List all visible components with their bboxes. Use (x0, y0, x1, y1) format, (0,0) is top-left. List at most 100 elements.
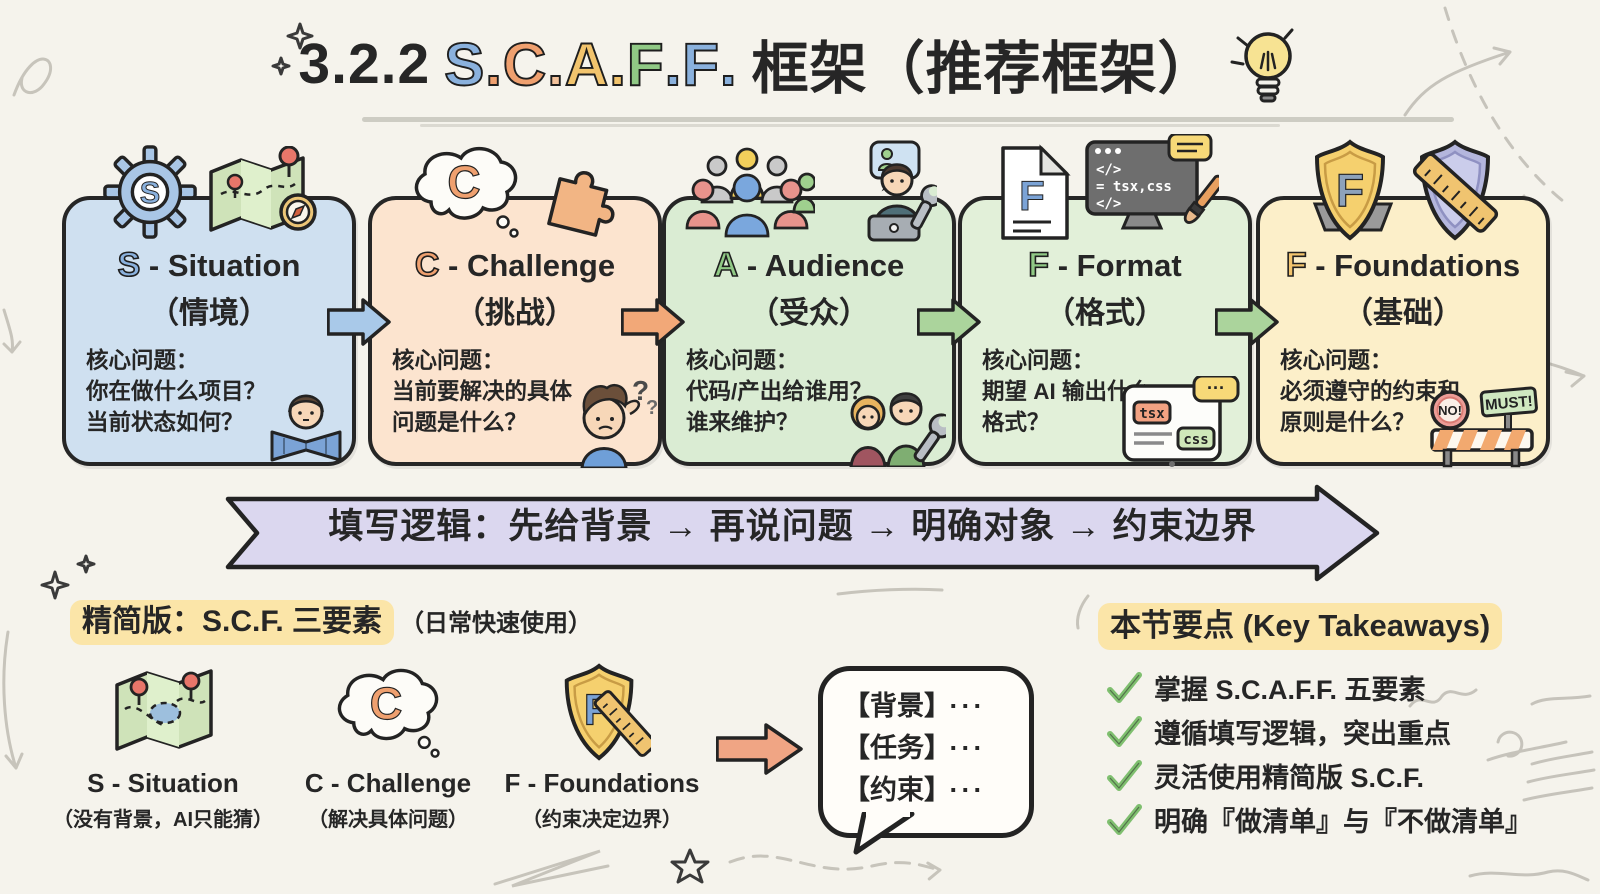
card-challenge: C C - Challenge （挑战） 核心问题： 当前要解决的具体 问题是什… (368, 147, 662, 468)
title-suffix: 框架（推荐框架） (751, 37, 1216, 101)
template-speech-bubble: 【背景】 ··· 【任务】 ··· 【约束】 ··· (818, 666, 1034, 838)
card-format: F </> = tsx,css </> F - Format （格式） (958, 134, 1252, 467)
svg-text:···: ··· (1207, 378, 1225, 398)
svg-text:css: css (1183, 432, 1208, 448)
arrow-audience-to-format-icon (917, 298, 981, 346)
card-foundations-subtitle: （基础） (1343, 297, 1463, 330)
card-format-title: F - Format (1028, 245, 1182, 285)
document-f-icon: F (1001, 144, 1071, 240)
map-pins-icon (115, 669, 213, 751)
svg-text:?: ? (646, 397, 658, 419)
simplified-item-foundations: F F - Foundations （约束决定边界） (452, 662, 752, 832)
card-foundations: F F - Foundations （基础） 核心问题： 必须遵守的约束和 原则… (1256, 139, 1550, 468)
simplified-heading: 精简版：S.C.F. 三要素（日常快速使用） (70, 596, 593, 645)
simplified-foundations-caption: （约束决定边界） (522, 809, 682, 831)
svg-text:NO!: NO! (1438, 403, 1462, 418)
check-icon (1107, 803, 1142, 835)
card-format-subtitle: （格式） (1045, 297, 1165, 330)
check-icon (1107, 671, 1142, 703)
simplified-heading-highlight: 精简版：S.C.F. 三要素 (70, 600, 395, 645)
bubble-dots: ··· (949, 775, 986, 805)
takeaway-text: 明确『做清单』与『不做清单』 (1154, 807, 1532, 837)
card-foundations-body: 核心问题： 必须遵守的约束和 原则是什么？ (1280, 348, 1461, 436)
browser-tsx-css-icon: tsx css ··· (1122, 376, 1240, 467)
page-title: 3.2.2 S.C.A.F.F. 框架（推荐框架） (0, 22, 1600, 106)
svg-text:= tsx,css: = tsx,css (1096, 179, 1172, 195)
takeaway-item: 掌握 S.C.A.F.F. 五要素 (1106, 668, 1426, 707)
bubble-dots: ··· (949, 733, 986, 763)
svg-text:S: S (140, 176, 160, 210)
simplified-situation-caption: （没有背景，AI只能猜） (53, 809, 273, 831)
takeaways-heading: 本节要点 (Key Takeaways) (1098, 600, 1503, 650)
card-audience-subtitle: （受众） (749, 297, 869, 330)
svg-text:tsx: tsx (1139, 406, 1165, 422)
thought-cloud-icon: C (337, 668, 440, 758)
check-icon (1107, 759, 1142, 791)
takeaway-text: 遵循填写逻辑，突出重点 (1154, 719, 1451, 749)
people-group-icon (685, 147, 815, 238)
shield-f-ruler-icon: F (564, 663, 651, 761)
shield-ruler-icon (1412, 139, 1499, 241)
svg-text:F: F (1019, 172, 1045, 219)
title-underline (362, 117, 1454, 122)
scaff-cards-row: S S - Situation （情境） 核心问题： 你在做什么项目？ 当前状态… (55, 134, 1555, 468)
card-foundations-title: F - Foundations (1285, 245, 1521, 285)
shield-f-icon: F (1312, 139, 1394, 241)
card-situation-title: S - Situation (117, 245, 301, 285)
thought-cloud-icon: C (414, 147, 519, 238)
simplified-foundations-title: F - Foundations (504, 768, 700, 798)
bubble-tag-task: 【任务】 (843, 733, 938, 763)
lightbulb-icon (1230, 28, 1294, 103)
flow-banner-shape (225, 484, 1380, 582)
code-monitor-icon: </> = tsx,css </> (1085, 134, 1219, 230)
title-underline-2 (420, 124, 1280, 127)
takeaway-text: 掌握 S.C.A.F.F. 五要素 (1154, 675, 1426, 705)
arrow-situation-to-challenge-icon (327, 298, 391, 346)
no-must-barrier-icon: MUST! NO! (1430, 386, 1538, 468)
svg-text:F: F (1336, 164, 1364, 216)
confused-person-icon: ? ? (580, 375, 658, 468)
takeaway-text: 灵活使用精简版 S.C.F. (1154, 763, 1425, 793)
gear-icon: S (103, 145, 197, 239)
speech-bubble-tail (853, 812, 915, 855)
maintainers-wrench-icon (849, 392, 946, 467)
takeaway-item: 灵活使用精简版 S.C.F. (1106, 756, 1424, 795)
card-audience: A - Audience （受众） 核心问题： 代码/产出给谁用？ 谁来维护？ (662, 140, 956, 467)
map-compass-icon (209, 146, 317, 232)
simplified-challenge-caption: （解决具体问题） (308, 809, 468, 831)
bubble-dots: ··· (949, 691, 986, 721)
puzzle-icon (547, 171, 615, 237)
simplified-challenge-title: C - Challenge (304, 768, 472, 798)
title-number: 3.2.2 (298, 32, 431, 96)
svg-text:</>: </> (1096, 196, 1121, 212)
person-reading-map-icon (270, 394, 342, 462)
simplified-heading-note: （日常快速使用） (400, 610, 593, 637)
svg-text:C: C (447, 156, 480, 208)
takeaway-item: 遵循填写逻辑，突出重点 (1106, 712, 1451, 751)
simplified-item-situation: S - Situation （没有背景，AI只能猜） (13, 662, 313, 832)
check-icon (1107, 715, 1142, 747)
svg-text:</>: </> (1096, 162, 1121, 178)
simplified-situation-title: S - Situation (87, 768, 239, 798)
title-acronym: S.C.A.F.F. (443, 30, 738, 99)
card-audience-body: 核心问题： 代码/产出给谁用？ 谁来维护？ (686, 348, 873, 436)
simplified-item-challenge: C C - Challenge （解决具体问题） (238, 662, 538, 832)
card-challenge-title: C - Challenge (414, 245, 616, 285)
developer-laptop-icon (867, 140, 937, 242)
card-situation: S S - Situation （情境） 核心问题： 你在做什么项目？ 当前状态… (62, 145, 356, 466)
card-situation-body: 核心问题： 你在做什么项目？ 当前状态如何？ (86, 348, 267, 436)
arrow-to-template-icon (716, 723, 803, 775)
arrow-format-to-foundations-icon (1215, 298, 1279, 346)
flow-banner-text: 填写逻辑：先给背景 → 再说问题 → 明确对象 → 约束边界 (328, 507, 1257, 546)
card-challenge-subtitle: （挑战） (455, 297, 575, 330)
card-audience-title: A - Audience (713, 245, 905, 285)
svg-text:?: ? (632, 375, 649, 406)
takeaway-item: 明确『做清单』与『不做清单』 (1106, 800, 1532, 839)
svg-text:C: C (370, 678, 403, 729)
bubble-tag-background: 【背景】 (843, 691, 938, 721)
card-situation-subtitle: （情境） (149, 297, 269, 330)
svg-text:MUST!: MUST! (1485, 393, 1534, 414)
arrow-challenge-to-audience-icon (621, 298, 685, 346)
bubble-tag-constraint: 【约束】 (843, 775, 938, 805)
card-challenge-body: 核心问题： 当前要解决的具体 问题是什么？ (392, 348, 573, 436)
